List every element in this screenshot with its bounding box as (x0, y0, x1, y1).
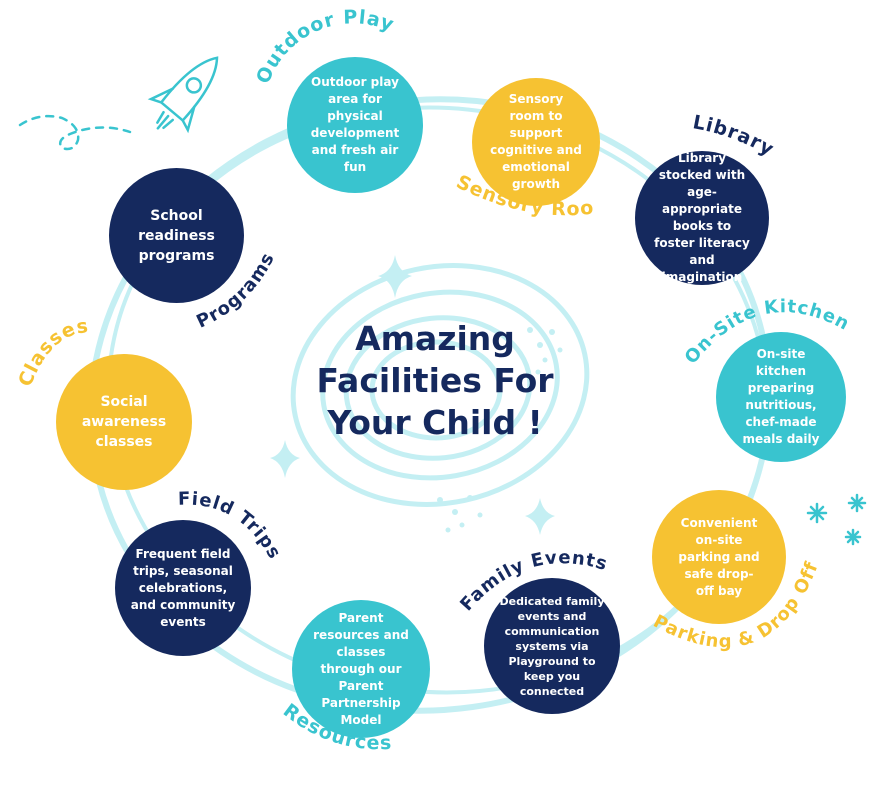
circle-programs: School readiness programs (109, 168, 244, 303)
page-title: Amazing Facilities For Your Child ! (300, 318, 570, 444)
circle-on-site-kitchen: On-site kitchen preparing nutritious, ch… (716, 332, 846, 462)
circle-parking: Convenient on-site parking and safe drop… (652, 490, 786, 624)
title-line-2: Facilities For (316, 361, 554, 400)
classes-text: Social awareness classes (81, 394, 167, 450)
title-line-3: Your Child ! (327, 403, 543, 442)
outdoor-play-text: Outdoor play area for physical developme… (310, 75, 400, 174)
resources-text: Parent resources and classes through our… (313, 610, 409, 727)
family-events-text: Dedicated family events and communicatio… (499, 594, 605, 698)
sparkle-icon (270, 255, 555, 535)
circle-resources: Parent resources and classes through our… (292, 600, 430, 738)
circle-library: Library stocked with age-appropriate boo… (635, 151, 769, 285)
swirl (290, 263, 590, 507)
circle-field-trips: Frequent field trips, seasonal celebrati… (115, 520, 251, 656)
rocket-icon (18, 56, 219, 151)
programs-text: School readiness programs (138, 207, 215, 264)
circle-sensory-room: Sensory room to support cognitive and em… (472, 78, 600, 206)
field-trips-text: Frequent field trips, seasonal celebrati… (130, 546, 236, 629)
asterisk-icon (806, 493, 867, 546)
kitchen-text: On-site kitchen preparing nutritious, ch… (742, 347, 820, 446)
circle-classes: Social awareness classes (56, 354, 192, 490)
circle-family-events: Dedicated family events and communicatio… (484, 578, 620, 714)
library-text: Library stocked with age-appropriate boo… (654, 151, 750, 284)
circle-outdoor-play: Outdoor play area for physical developme… (287, 57, 423, 193)
title-line-1: Amazing (355, 319, 515, 358)
sensory-room-text: Sensory room to support cognitive and em… (490, 92, 582, 191)
parking-text: Convenient on-site parking and safe drop… (678, 515, 760, 598)
